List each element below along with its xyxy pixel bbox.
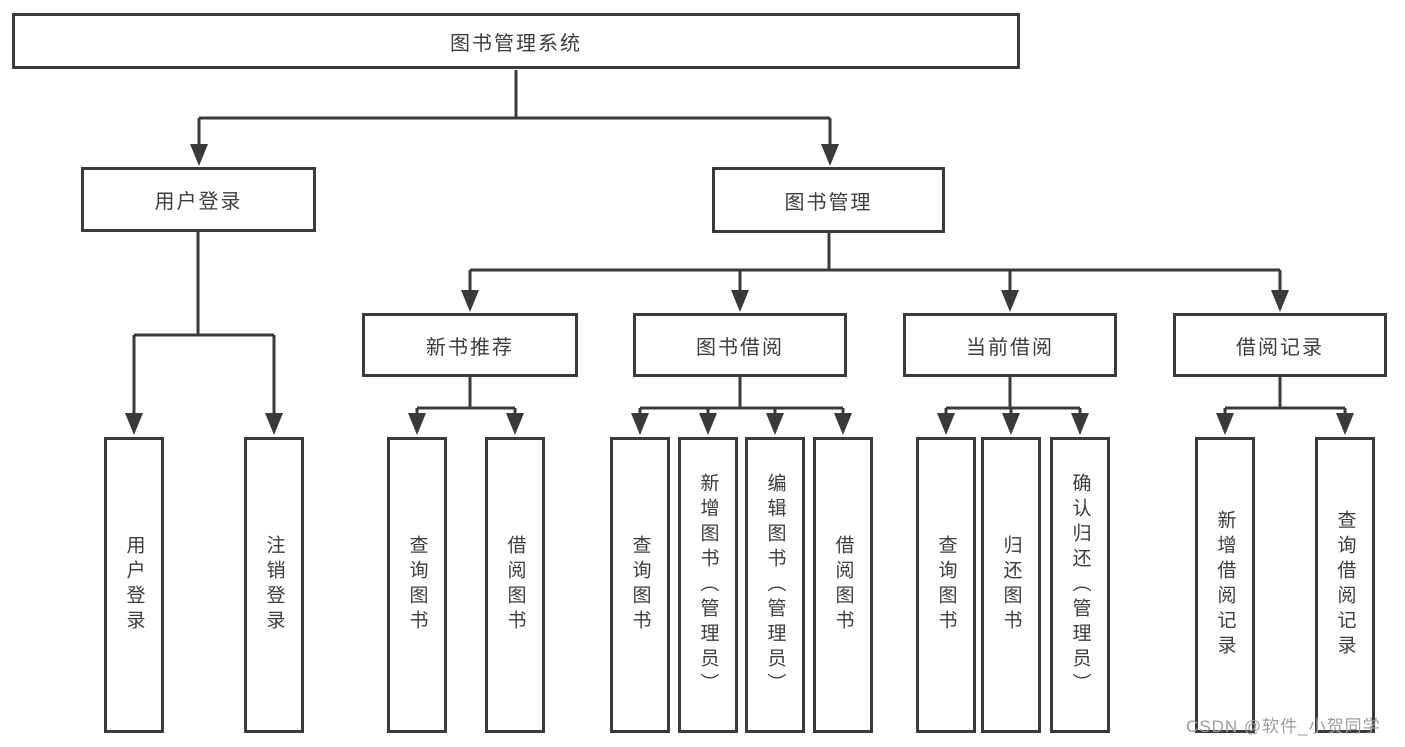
- leaf-query-borrow-record: 查询借阅记录: [1315, 437, 1375, 733]
- leaf-user-login: 用户登录: [104, 437, 164, 733]
- leaf-query-books-current: 查询图书: [916, 437, 976, 733]
- leaf-add-borrow-record: 新增借阅记录: [1195, 437, 1255, 733]
- leaf-label: 查询图书: [629, 535, 651, 635]
- node-borrowing-records: 借阅记录: [1173, 313, 1387, 377]
- node-label: 借阅记录: [1236, 336, 1324, 359]
- node-book-borrowing: 图书借阅: [633, 313, 847, 377]
- node-current-borrowing: 当前借阅: [903, 313, 1117, 377]
- leaf-label: 查询图书: [406, 535, 428, 635]
- leaf-label: 新增借阅记录: [1214, 510, 1236, 660]
- watermark: CSDN @软件_小贺同学: [1186, 717, 1381, 736]
- node-label: 图书借阅: [696, 336, 784, 359]
- leaf-label: 借阅图书: [832, 535, 854, 635]
- leaf-query-books-recommend: 查询图书: [387, 437, 447, 733]
- node-label: 用户登录: [154, 191, 243, 213]
- node-new-book-recommendation: 新书推荐: [362, 313, 578, 377]
- node-label: 新书推荐: [426, 336, 514, 359]
- leaf-borrow-books-recommend: 借阅图书: [485, 437, 545, 733]
- leaf-edit-book-admin: 编辑图书（管理员）: [745, 437, 805, 733]
- leaf-label: 确认归还（管理员）: [1069, 472, 1091, 698]
- leaf-return-books: 归还图书: [981, 437, 1041, 733]
- node-user-login: 用户登录: [81, 167, 316, 232]
- leaf-add-book-admin: 新增图书（管理员）: [678, 437, 738, 733]
- node-library-management-system: 图书管理系统: [12, 13, 1020, 69]
- leaf-confirm-return-admin: 确认归还（管理员）: [1050, 437, 1110, 733]
- leaf-label: 新增图书（管理员）: [697, 472, 719, 698]
- leaf-label: 归还图书: [1000, 535, 1022, 635]
- leaf-query-books-borrow: 查询图书: [610, 437, 670, 733]
- leaf-label: 查询借阅记录: [1334, 510, 1356, 660]
- node-label: 当前借阅: [966, 336, 1054, 359]
- leaf-label: 用户登录: [123, 535, 145, 635]
- node-label: 图书管理系统: [450, 32, 582, 55]
- leaf-borrow-books: 借阅图书: [813, 437, 873, 733]
- leaf-label: 编辑图书（管理员）: [764, 472, 786, 698]
- leaf-label: 注销登录: [263, 535, 285, 635]
- leaf-label: 借阅图书: [504, 535, 526, 635]
- node-book-management: 图书管理: [712, 167, 945, 233]
- node-label: 图书管理: [784, 191, 873, 214]
- leaf-label: 查询图书: [935, 535, 957, 635]
- leaf-logout: 注销登录: [244, 437, 304, 733]
